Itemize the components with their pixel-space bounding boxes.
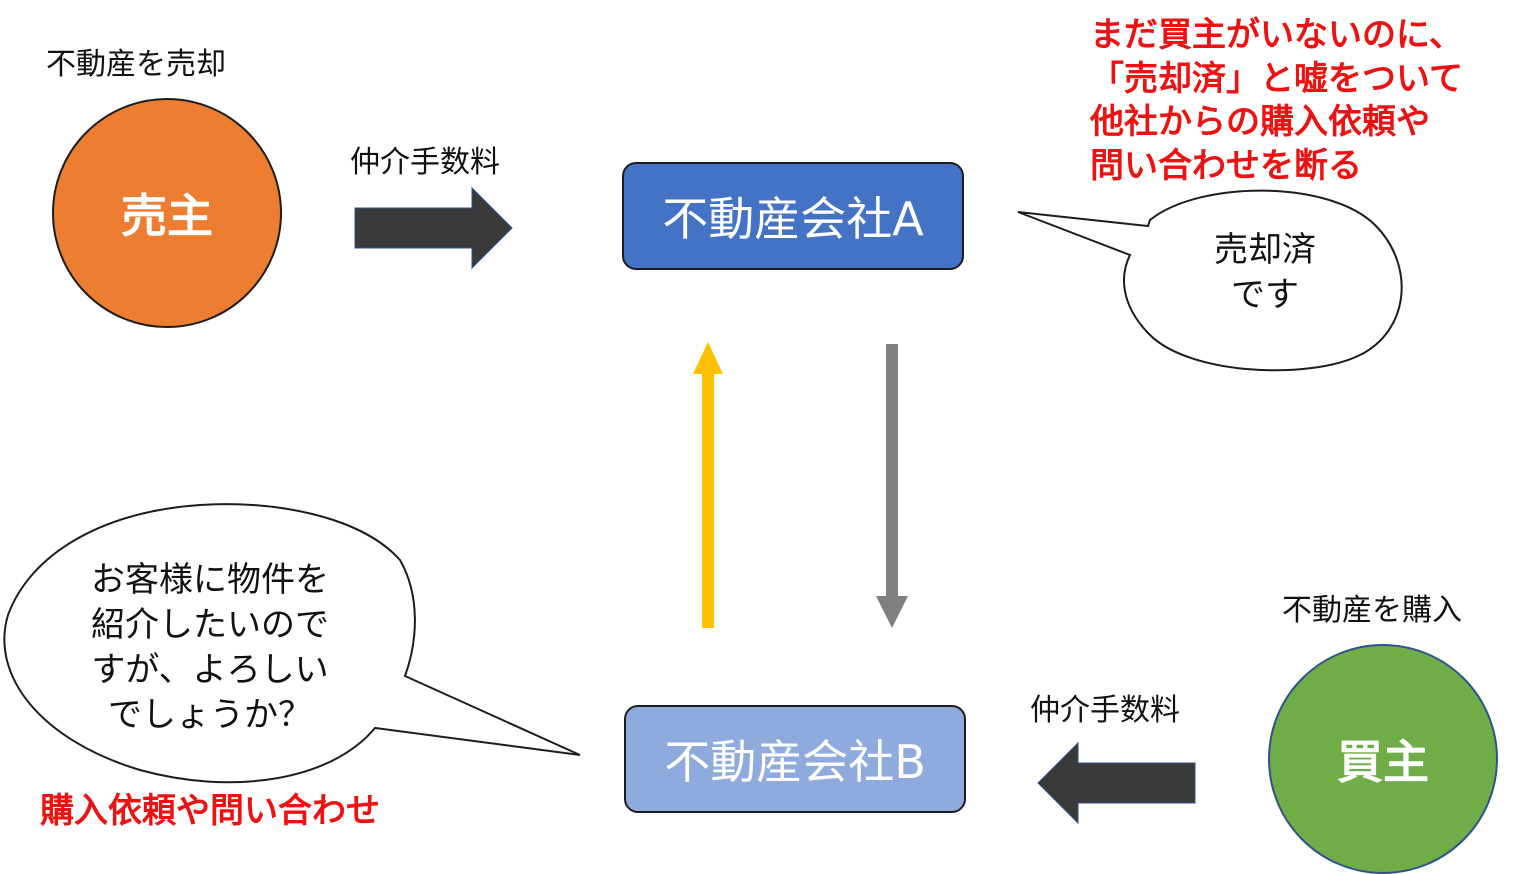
speech-bubble-b [3,503,581,784]
company-b-box: 不動産会社B [624,705,966,813]
company-a-box: 不動産会社A [622,162,964,270]
company-a-label: 不動産会社A [662,192,924,246]
buyer-circle: 買主 [1268,644,1498,874]
warning-note-bottom: 購入依頼や問い合わせ [40,791,380,831]
buyer-label: 買主 [1337,735,1429,789]
seller-caption: 不動産を売却 [46,47,226,82]
speech-bubble-b-text: お客様に物件を 紹介したいので すが、よろしい でしょうか？ [91,560,329,735]
warning-note-top: まだ買主がいないのに、 「売却済」と嘘をついて 他社からの購入依頼や 問い合わせ… [1090,14,1463,188]
warning-note-line: 他社からの購入依頼や [1090,102,1430,143]
speech-bubble-a [1017,189,1403,372]
down-arrow-shaft [886,344,898,598]
up-arrow-head [693,342,723,374]
seller-label: 売主 [121,189,213,243]
down-arrow-head [876,596,908,628]
buyer-caption: 不動産を購入 [1282,593,1462,628]
fee-arrow-top [354,186,513,270]
company-b-label: 不動産会社B [664,735,926,789]
speech-bubble-a-text: 売却済 です [1214,230,1316,315]
warning-note-line: 問い合わせを断る [1090,145,1362,186]
fee-caption-top: 仲介手数料 [350,145,500,180]
seller-circle: 売主 [52,98,282,328]
warning-note-line: 「売却済」と嘘をついて [1090,58,1463,99]
fee-arrow-bottom [1037,741,1196,825]
warning-note-line: まだ買主がいないのに、 [1090,15,1463,55]
fee-caption-bottom: 仲介手数料 [1030,693,1180,728]
up-arrow-shaft [702,372,714,628]
